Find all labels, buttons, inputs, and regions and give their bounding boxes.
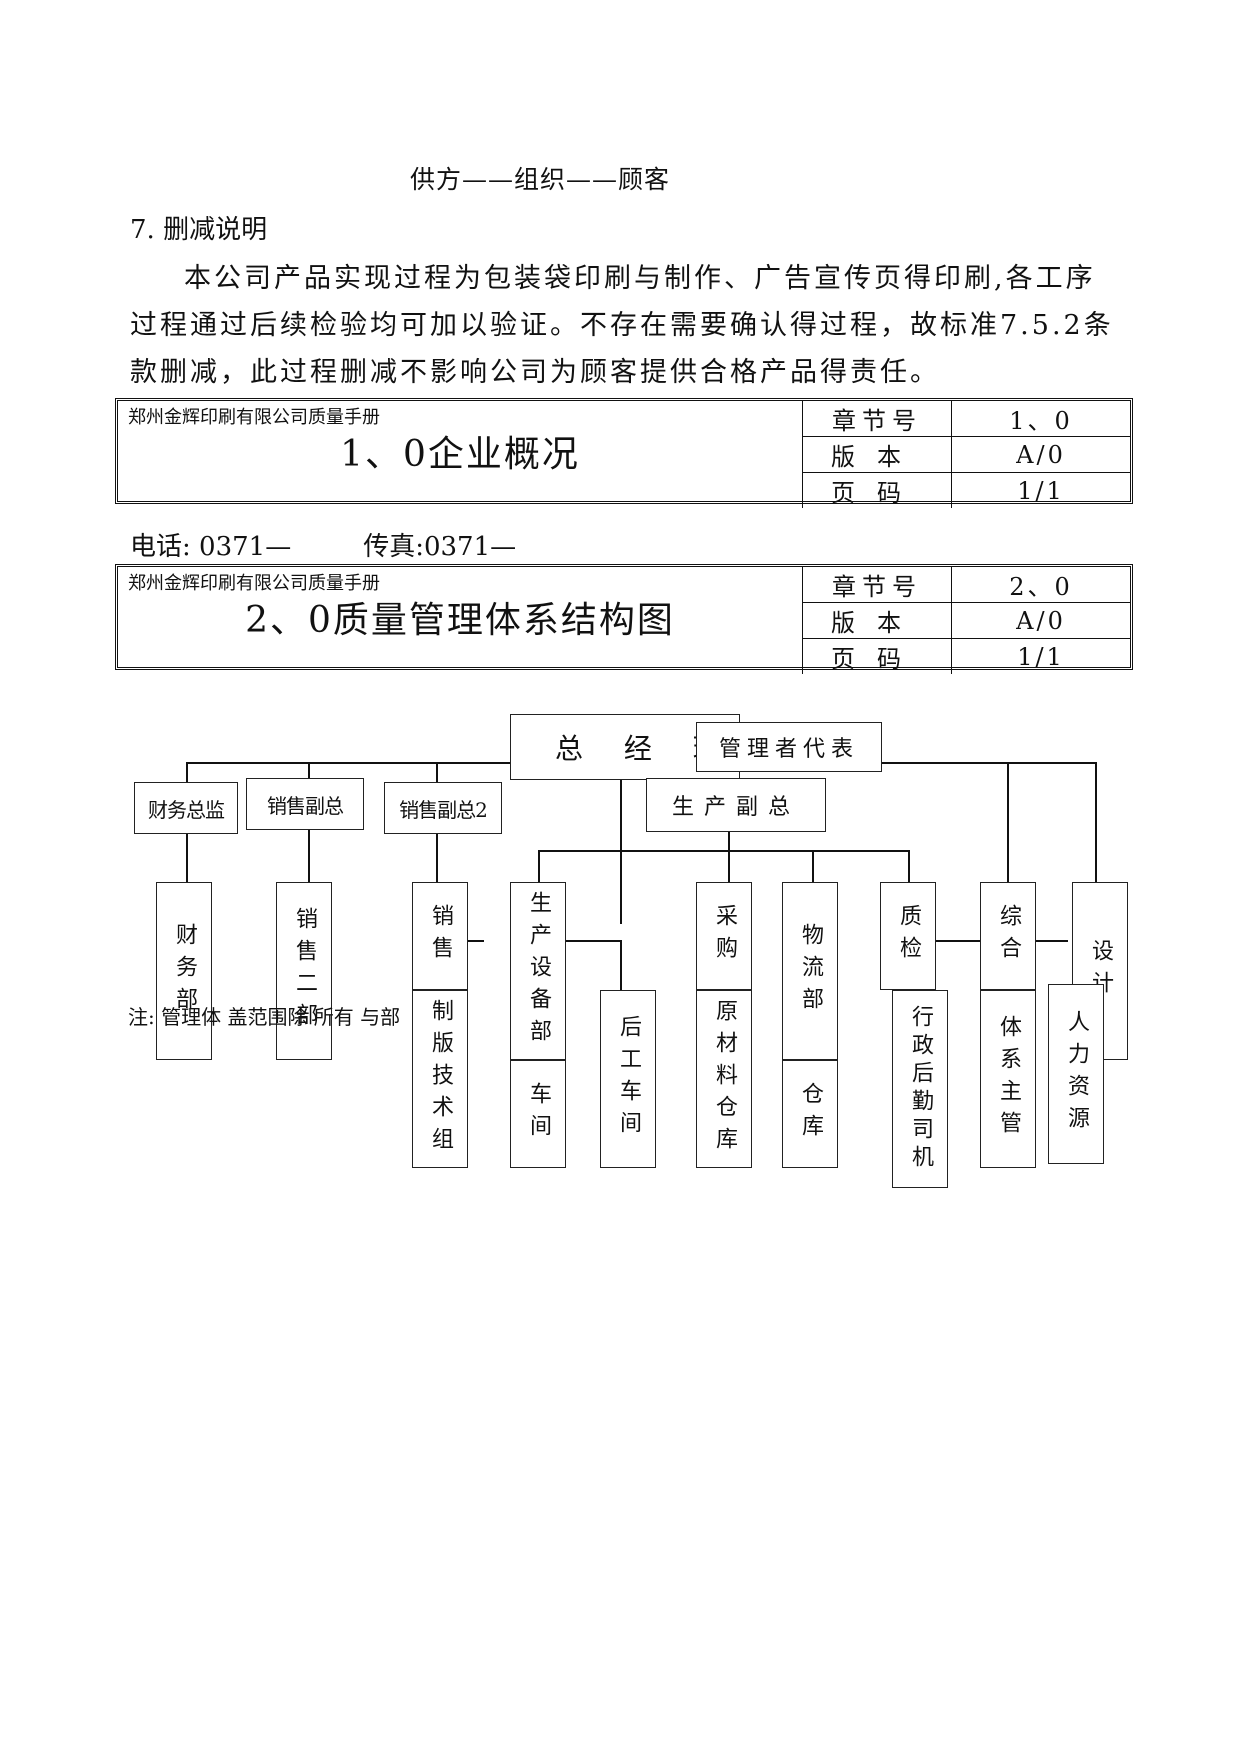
connector	[308, 830, 310, 882]
fax-text: 传真:0371—	[363, 532, 517, 562]
phone-text: 电话: 0371—	[130, 532, 292, 562]
dept-system-manager: 体系主管	[980, 990, 1036, 1168]
connector	[186, 832, 188, 882]
dept-general: 综合	[980, 882, 1036, 990]
dept-raw-material-store: 原材料仓库	[696, 990, 752, 1168]
section-heading: 7. 删减说明	[130, 215, 268, 245]
page-label: 页码	[802, 638, 952, 674]
chapter-no-label: 章节号	[802, 567, 952, 603]
paragraph-text: 本公司产品实现过程为包装袋印刷与制作、广告宣传页得印刷,各工序过程通过后续检验均…	[130, 263, 1114, 388]
chapter-no-label: 章节号	[802, 401, 952, 437]
process-flow-line: 供方——组织——顾客	[410, 165, 671, 194]
connector	[538, 850, 910, 852]
chapter-no-value: 2、0	[951, 567, 1130, 603]
dept-sales: 销售	[412, 882, 468, 990]
dept-admin: 行政后勤司机	[892, 990, 948, 1188]
dept-purchasing: 采购	[696, 882, 752, 990]
connector	[728, 832, 730, 882]
connector	[1095, 762, 1097, 882]
dept-platemaking: 制版技术组	[412, 990, 468, 1168]
page-label: 页码	[802, 472, 952, 508]
connector	[436, 762, 438, 782]
version-value: A/0	[951, 436, 1130, 473]
connector	[538, 850, 540, 882]
company-name: 郑州金辉印刷有限公司质量手册	[128, 573, 380, 594]
dept-sales-2: 销售二部	[276, 882, 332, 1060]
page-value: 1/1	[951, 472, 1130, 508]
dept-logistics: 物流部	[782, 882, 838, 1060]
company-name: 郑州金辉印刷有限公司质量手册	[128, 407, 380, 428]
contact-line: 电话: 0371— 传真:0371—	[130, 526, 516, 563]
connector	[812, 850, 814, 882]
connector	[566, 940, 620, 942]
dept-quality-control: 质检	[880, 882, 936, 990]
deletion-paragraph: 本公司产品实现过程为包装袋印刷与制作、广告宣传页得印刷,各工序过程通过后续检验均…	[130, 255, 1120, 396]
management-rep-box: 管理者代表	[696, 722, 882, 772]
connector	[308, 762, 310, 778]
version-value: A/0	[951, 602, 1130, 639]
connector	[620, 940, 622, 990]
dept-workshop: 车间	[510, 1060, 566, 1168]
dept-equipment: 生产设备部	[510, 882, 566, 1060]
dept-human-resources: 人力资源	[1048, 984, 1104, 1164]
dept-post-workshop: 后工车间	[600, 990, 656, 1168]
sales-vp-box: 销售副总	[246, 778, 364, 830]
connector	[186, 762, 188, 782]
version-label: 版本	[802, 436, 952, 473]
connector	[620, 762, 622, 924]
finance-director-box: 财务总监	[134, 782, 238, 834]
connector	[908, 850, 910, 882]
chapter-title: 1、0企业概况	[340, 434, 580, 475]
chart-note: 注: 管理体 盖范围除 所有 与部	[128, 1005, 401, 1029]
version-label: 版本	[802, 602, 952, 639]
chapter-title: 2、0质量管理体系结构图	[245, 600, 675, 641]
dept-store: 仓库	[782, 1060, 838, 1168]
page-value: 1/1	[951, 638, 1130, 674]
production-vp-box: 生产副总	[646, 778, 826, 832]
connector	[1007, 762, 1009, 882]
connector	[466, 940, 484, 942]
dept-finance: 财务部	[156, 882, 212, 1060]
sales-vp-2-box: 销售副总2	[384, 782, 502, 834]
chapter-no-value: 1、0	[951, 401, 1130, 437]
connector	[436, 832, 438, 882]
